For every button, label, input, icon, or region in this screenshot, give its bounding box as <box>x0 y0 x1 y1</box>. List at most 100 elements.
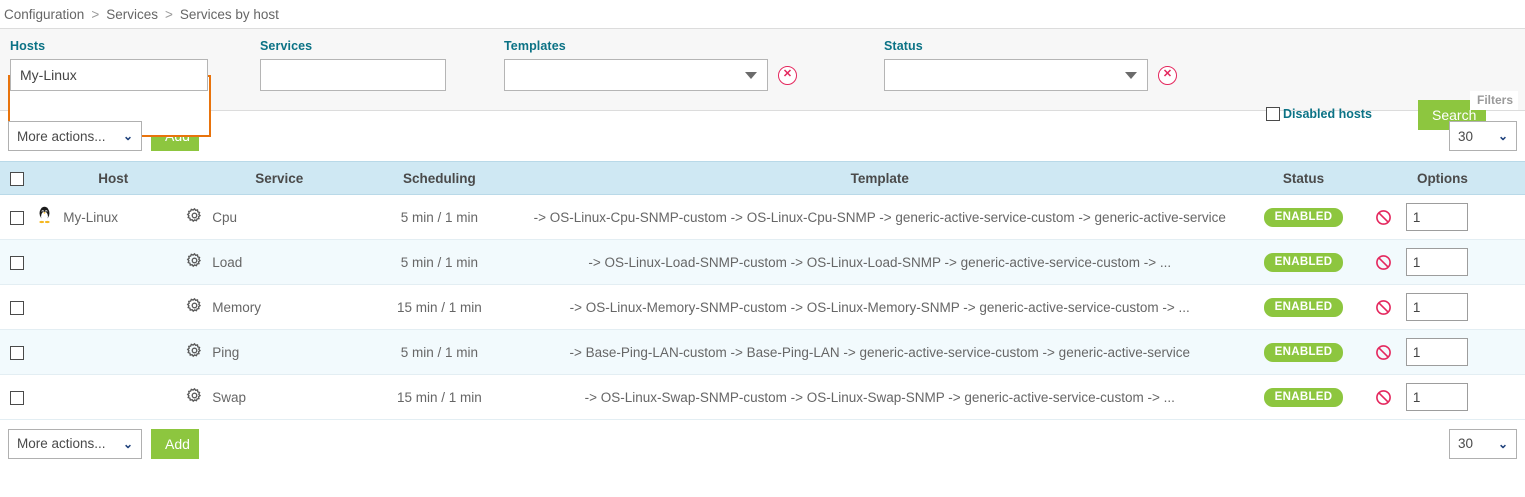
templates-select[interactable] <box>504 59 768 91</box>
options-cell: 1 <box>1359 329 1525 375</box>
template-chain: -> Base-Ping-LAN-custom -> Base-Ping-LAN… <box>569 344 1190 360</box>
template-chain: -> OS-Linux-Cpu-SNMP-custom -> OS-Linux-… <box>533 209 1226 225</box>
table-row[interactable]: Memory 15 min / 1 min -> OS-Linux-Memory-S… <box>0 284 1525 330</box>
table-header-row: Host Service Scheduling Template Status … <box>0 161 1525 195</box>
hosts-input[interactable]: My-Linux <box>10 59 208 91</box>
row-checkbox[interactable] <box>10 210 25 225</box>
service-name[interactable]: Memory <box>212 299 261 315</box>
host-cell <box>34 239 186 285</box>
service-name[interactable]: Swap <box>212 389 246 405</box>
row-checkbox[interactable] <box>10 300 25 315</box>
status-cell: ENABLED <box>1247 239 1360 285</box>
quantity-input[interactable]: 1 <box>1405 338 1468 366</box>
disabled-hosts-checkbox[interactable] <box>1266 107 1280 121</box>
templates-filter-group: Templates ✕ <box>504 39 797 91</box>
breadcrumb-separator: > <box>91 6 100 22</box>
filter-panel: Hosts My-Linux Services Templates ✕ Stat… <box>0 29 1525 137</box>
host-cell <box>34 329 186 375</box>
services-filter-group: Services <box>260 39 446 91</box>
host-name[interactable]: My-Linux <box>63 209 118 225</box>
select-all-checkbox[interactable] <box>10 171 25 186</box>
gear-icon <box>186 342 203 362</box>
deny-circle-icon[interactable] <box>1375 299 1392 316</box>
breadcrumb: Configuration > Services > Services by h… <box>0 0 1525 29</box>
status-badge: ENABLED <box>1263 252 1344 272</box>
template-cell: -> OS-Linux-Load-SNMP-custom -> OS-Linux… <box>512 239 1248 285</box>
template-chain: -> OS-Linux-Load-SNMP-custom -> OS-Linux… <box>588 254 1172 270</box>
row-select-cell <box>0 284 35 330</box>
page-size-select-bottom[interactable]: 30 ⌄ <box>1449 428 1517 459</box>
deny-circle-icon[interactable] <box>1375 209 1392 226</box>
column-header-service[interactable]: Service <box>185 161 367 195</box>
filters-tab-label[interactable]: Filters <box>1469 91 1518 110</box>
options-cell: 1 <box>1359 374 1525 420</box>
service-name[interactable]: Load <box>212 254 243 270</box>
breadcrumb-separator: > <box>164 6 173 22</box>
quantity-input[interactable]: 1 <box>1405 248 1468 276</box>
service-name[interactable]: Ping <box>212 344 240 360</box>
status-badge: ENABLED <box>1263 387 1344 407</box>
templates-clear-icon[interactable]: ✕ <box>778 65 797 85</box>
column-header-template[interactable]: Template <box>512 161 1248 195</box>
row-checkbox[interactable] <box>10 345 25 360</box>
services-input[interactable] <box>260 59 446 91</box>
column-header-options[interactable]: Options <box>1359 161 1525 195</box>
column-header-scheduling[interactable]: Scheduling <box>366 161 513 195</box>
services-table: Host Service Scheduling Template Status … <box>0 161 1525 420</box>
quantity-input[interactable]: 1 <box>1405 293 1468 321</box>
disabled-hosts-label: Disabled hosts <box>1283 107 1372 121</box>
template-cell: -> OS-Linux-Cpu-SNMP-custom -> OS-Linux-… <box>512 194 1248 240</box>
page-size-select-top[interactable]: 30 ⌄ <box>1449 121 1517 151</box>
service-name[interactable]: Cpu <box>212 209 237 225</box>
chevron-down-icon: ⌄ <box>122 436 133 451</box>
row-select-cell <box>0 239 35 285</box>
gear-icon <box>186 387 203 407</box>
deny-circle-icon[interactable] <box>1375 254 1392 271</box>
linux-penguin-icon <box>35 205 54 229</box>
row-checkbox[interactable] <box>10 390 25 405</box>
breadcrumb-item-services-by-host[interactable]: Services by host <box>179 6 279 22</box>
more-actions-label-top: More actions... <box>17 128 106 144</box>
services-label: Services <box>260 39 313 53</box>
more-actions-select-top[interactable]: More actions... ⌄ <box>8 121 142 151</box>
template-cell: -> OS-Linux-Swap-SNMP-custom -> OS-Linux… <box>512 374 1248 420</box>
chevron-down-icon: ⌄ <box>1497 129 1508 143</box>
disabled-hosts-checkbox-group[interactable]: Disabled hosts <box>1266 107 1372 121</box>
scheduling-cell: 15 min / 1 min <box>366 284 513 330</box>
status-cell: ENABLED <box>1247 194 1360 240</box>
select-all-header <box>0 161 35 195</box>
gear-icon <box>186 252 203 272</box>
quantity-input[interactable]: 1 <box>1405 203 1468 231</box>
service-cell: Swap <box>185 374 367 420</box>
row-select-cell <box>0 329 35 375</box>
hosts-label: Hosts <box>10 39 46 53</box>
status-cell: ENABLED <box>1247 329 1360 375</box>
column-header-host[interactable]: Host <box>34 161 186 195</box>
status-badge: ENABLED <box>1263 297 1344 317</box>
breadcrumb-item-configuration[interactable]: Configuration <box>4 6 85 22</box>
service-cell: Ping <box>185 329 367 375</box>
template-chain: -> OS-Linux-Memory-SNMP-custom -> OS-Lin… <box>569 299 1190 315</box>
deny-circle-icon[interactable] <box>1375 344 1392 361</box>
column-header-status[interactable]: Status <box>1247 161 1360 195</box>
options-cell: 1 <box>1359 284 1525 330</box>
row-checkbox[interactable] <box>10 255 25 270</box>
template-chain: -> OS-Linux-Swap-SNMP-custom -> OS-Linux… <box>584 389 1175 405</box>
status-clear-icon[interactable]: ✕ <box>1158 65 1177 85</box>
deny-circle-icon[interactable] <box>1375 389 1392 406</box>
page-size-value-top: 30 <box>1458 128 1474 144</box>
host-cell <box>34 284 186 330</box>
status-label: Status <box>884 39 923 53</box>
page-size-value-bottom: 30 <box>1458 436 1474 451</box>
status-badge: ENABLED <box>1263 207 1344 227</box>
more-actions-select-bottom[interactable]: More actions... ⌄ <box>8 428 142 459</box>
status-select[interactable] <box>884 59 1148 91</box>
add-button-bottom[interactable]: Add <box>151 428 199 459</box>
breadcrumb-item-services[interactable]: Services <box>106 6 158 22</box>
service-cell: Load <box>185 239 367 285</box>
quantity-input[interactable]: 1 <box>1405 383 1468 411</box>
